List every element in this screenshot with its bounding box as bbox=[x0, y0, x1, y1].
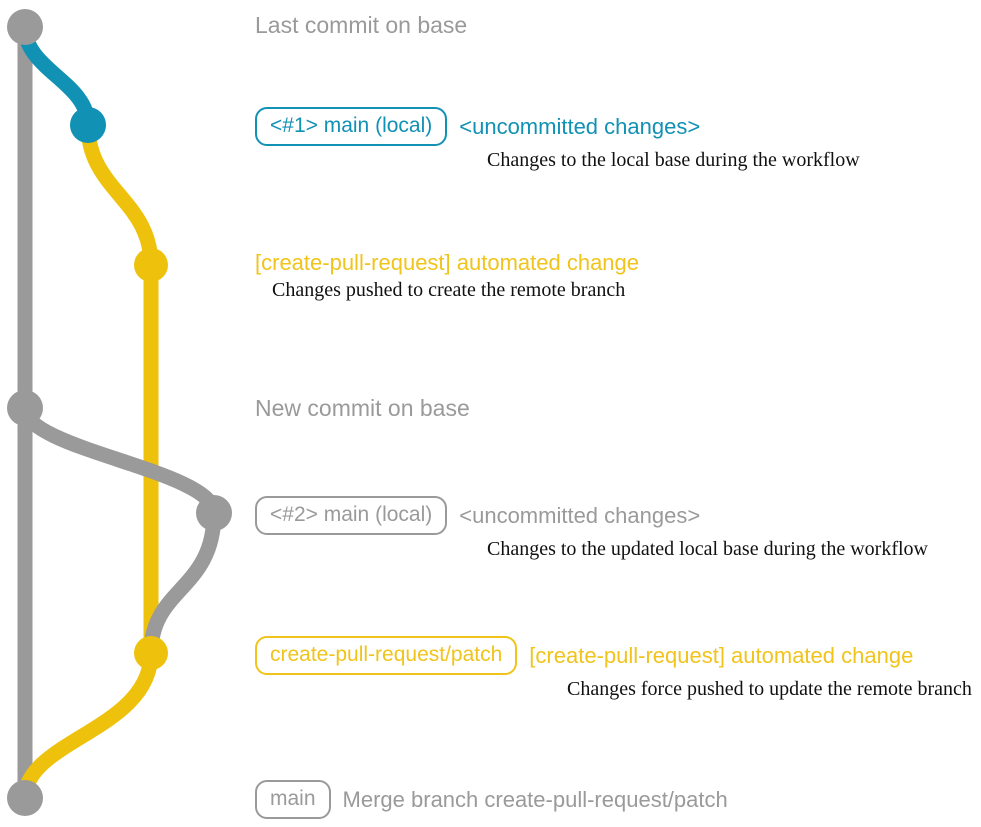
commit-description-automated-change-2: Changes force pushed to update the remot… bbox=[567, 678, 972, 700]
branch-local-2-to-patch-line bbox=[143, 505, 222, 661]
row-automated-change-1-head: [create-pull-request] automated change bbox=[255, 250, 639, 276]
commit-node-base-new[interactable] bbox=[7, 390, 43, 426]
commit-subject-automated-change-1: [create-pull-request] automated change bbox=[255, 250, 640, 275]
commit-subject-local-1: <uncommitted changes> bbox=[459, 113, 701, 139]
ref-pill-main-local-1[interactable]: <#1> main (local) bbox=[255, 107, 448, 146]
branch-patch-create-line bbox=[80, 117, 159, 273]
ref-pill-create-pull-request-patch[interactable]: create-pull-request/patch bbox=[255, 636, 518, 675]
row-local-1: <#1> main (local) <uncommitted changes> … bbox=[255, 107, 860, 172]
commit-description-local-2: Changes to the updated local base during… bbox=[487, 538, 928, 560]
label-new-commit-on-base: New commit on base bbox=[255, 395, 470, 421]
commit-node-patch-2[interactable] bbox=[134, 636, 168, 670]
row-local-2-head: <#2> main (local) <uncommitted changes> bbox=[255, 496, 928, 535]
ref-pill-main-local-2[interactable]: <#2> main (local) bbox=[255, 496, 448, 535]
row-merge-head: main Merge branch create-pull-request/pa… bbox=[255, 780, 728, 819]
ref-pill-main[interactable]: main bbox=[255, 780, 331, 819]
row-local-2: <#2> main (local) <uncommitted changes> … bbox=[255, 496, 928, 561]
commit-description-automated-change-1: Changes pushed to create the remote bran… bbox=[272, 279, 626, 301]
commit-subject-merge: Merge branch create-pull-request/patch bbox=[342, 786, 728, 812]
row-local-1-head: <#1> main (local) <uncommitted changes> bbox=[255, 107, 860, 146]
row-merge: main Merge branch create-pull-request/pa… bbox=[255, 780, 728, 819]
row-automated-change-2-head: create-pull-request/patch [create-pull-r… bbox=[255, 636, 972, 675]
label-last-commit-on-base: Last commit on base bbox=[255, 12, 468, 38]
commit-node-merge[interactable] bbox=[7, 780, 43, 816]
row-automated-change-1: [create-pull-request] automated change C… bbox=[255, 250, 639, 302]
branch-merge-line bbox=[17, 645, 159, 806]
row-automated-change-2: create-pull-request/patch [create-pull-r… bbox=[255, 636, 972, 701]
commit-node-base-last[interactable] bbox=[7, 9, 43, 45]
commit-subject-local-2: <uncommitted changes> bbox=[459, 502, 701, 528]
commit-subject-automated-change-2: [create-pull-request] automated change bbox=[529, 642, 914, 668]
commit-node-local-1[interactable] bbox=[70, 107, 106, 143]
commit-node-local-2[interactable] bbox=[196, 495, 232, 531]
commit-node-patch-1[interactable] bbox=[134, 248, 168, 282]
branch-local-2-line bbox=[17, 400, 222, 521]
commit-description-local-1: Changes to the local base during the wor… bbox=[487, 149, 860, 171]
